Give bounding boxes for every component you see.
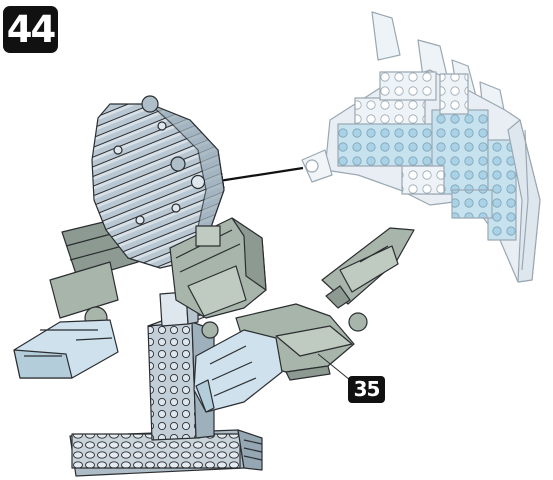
right-arm [322, 228, 414, 331]
wing-subassembly [302, 12, 540, 282]
part-number-badge: 35 [348, 376, 385, 403]
right-leg [194, 304, 354, 412]
